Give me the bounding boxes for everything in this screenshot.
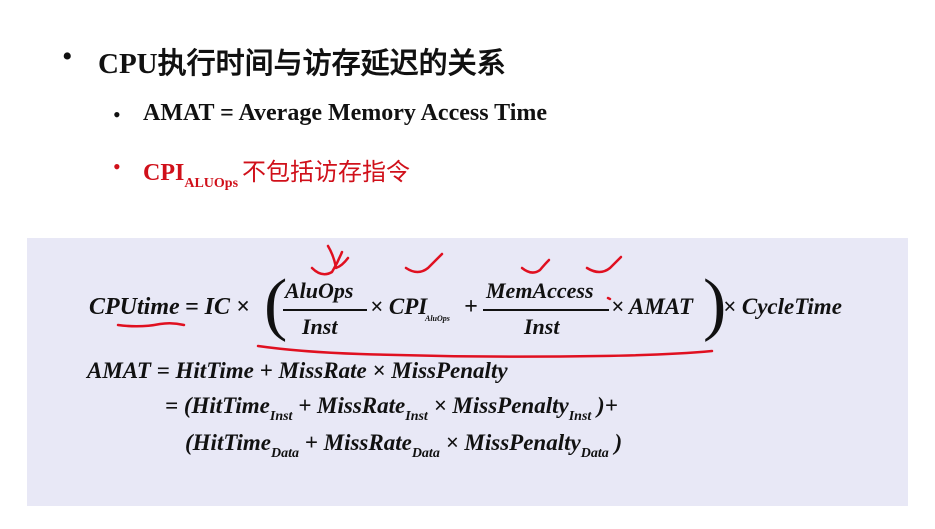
check-aluops	[310, 250, 344, 276]
missrate-data-sub: Data	[411, 446, 440, 461]
frac2-denominator: Inst	[524, 314, 560, 339]
missrate-inst-sub: Inst	[405, 409, 428, 424]
frac1-bar	[283, 309, 367, 311]
frac1-denominator: Inst	[302, 314, 338, 339]
check-memaccess-1	[404, 252, 444, 274]
heading-bullet: CPU执行时间与访存延迟的关系	[98, 48, 506, 80]
cpi-term-subscript: AluOps	[425, 314, 450, 323]
missrate-data: + MissRate	[304, 430, 412, 455]
check-memaccess-2	[520, 258, 551, 274]
annotation-dot	[606, 296, 612, 301]
amat-equation-line1: AMAT = HitTime + MissRate × MissPenalty	[87, 358, 508, 383]
hittime-inst-sub: Inst	[269, 409, 293, 424]
amat-line2: = (HitTimeInst + MissRateInst × MissPena…	[165, 393, 618, 425]
missrate-inst: + MissRate	[298, 393, 406, 418]
cycletime-term: × CycleTime	[723, 294, 842, 319]
left-paren-large: (	[264, 266, 288, 343]
formula-box: CPUtime = IC × ( AluOps Inst × CPI AluOp…	[27, 238, 908, 506]
hittime-inst: = (HitTime	[165, 393, 270, 418]
cpi-term: × CPI	[370, 294, 428, 319]
amat-definition: AMAT = Average Memory Access Time	[143, 100, 548, 126]
ic-term: = IC ×	[185, 294, 250, 320]
check-aluops-2	[326, 244, 350, 270]
misspenalty-inst: × MissPenalty	[433, 393, 569, 418]
bullet-dot-3: •	[113, 154, 121, 179]
frac2-numerator: MemAccess	[486, 278, 594, 303]
cputime-underline	[116, 321, 186, 328]
bullet-dot-2: •	[113, 102, 121, 127]
check-memaccess-3	[585, 255, 623, 274]
plus-sign: +	[464, 294, 478, 320]
line3-close: )	[614, 430, 623, 455]
bullet-dot-1: •	[62, 40, 73, 73]
frac2-bar	[483, 309, 609, 311]
hittime-data-sub: Data	[271, 446, 300, 461]
hittime-data: (HitTime	[185, 430, 272, 455]
misspenalty-inst-sub: Inst	[568, 409, 592, 424]
frac1-numerator: AluOps	[285, 278, 354, 303]
misspenalty-data-sub: Data	[580, 446, 609, 461]
cpi-subscript: ALUOps	[184, 176, 239, 191]
amat-term: × AMAT	[611, 294, 693, 319]
expression-underline	[256, 344, 714, 358]
cpi-note-text: 不包括访存指令	[242, 160, 411, 186]
misspenalty-data: × MissPenalty	[445, 430, 581, 455]
cputime-label: CPUtime	[89, 294, 180, 320]
line2-close: )+	[597, 393, 618, 418]
right-paren-large: )	[703, 266, 727, 343]
amat-line3: (HitTimeData + MissRateData × MissPenalt…	[185, 430, 622, 462]
cpi-label: CPI	[143, 160, 185, 186]
